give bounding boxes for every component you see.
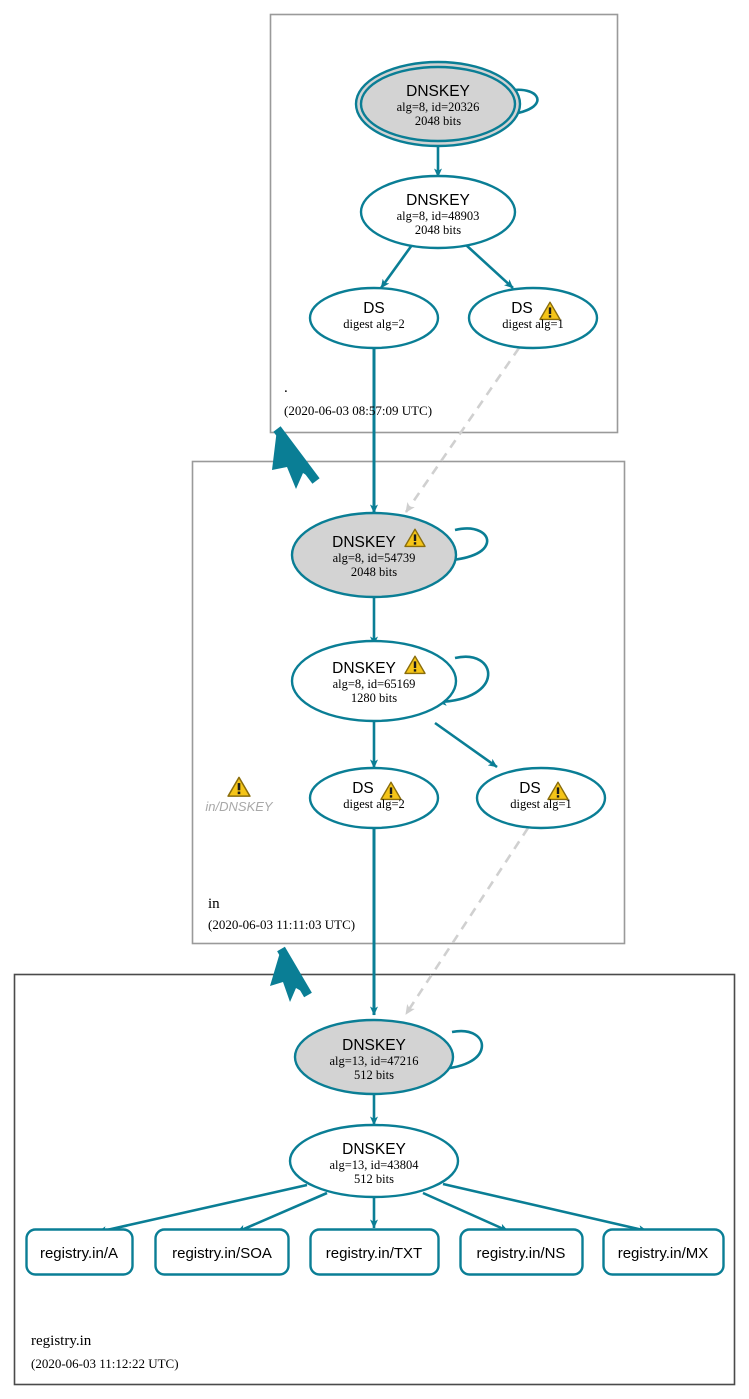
node-rrset-soa[interactable]: registry.in/SOA <box>154 1228 290 1276</box>
edge-reg-zsk-to-rr-a <box>97 1183 308 1235</box>
node-title: DNSKEY <box>342 1141 406 1158</box>
node-title: DNSKEY <box>342 1037 406 1054</box>
edge-reg-zsk-to-rr-mx <box>442 1182 648 1233</box>
node-digest: digest alg=1 <box>502 317 564 331</box>
rrset-label: registry.in/A <box>40 1245 118 1262</box>
zone-name: registry.in <box>31 1333 92 1349</box>
node-root-zsk[interactable]: DNSKEY alg=8, id=48903 2048 bits <box>359 174 517 250</box>
zone-name: . <box>284 380 288 396</box>
edge-reg-zsk-to-rr-ns <box>422 1191 509 1233</box>
node-digest: digest alg=2 <box>343 797 405 811</box>
node-title: DS <box>519 780 541 797</box>
node-in-ksk[interactable]: DNSKEY alg=8, id=54739 2048 bits <box>290 511 458 599</box>
node-digest: digest alg=1 <box>510 797 572 811</box>
edge-root-zsk-to-ds1 <box>465 244 514 289</box>
edge-reg-zsk-to-rr-soa <box>236 1191 328 1234</box>
node-alg-id: alg=13, id=47216 <box>329 1054 418 1068</box>
node-alg-id: alg=8, id=48903 <box>397 209 480 223</box>
node-bits: 2048 bits <box>415 114 461 128</box>
node-title: DNSKEY <box>332 534 396 551</box>
node-alg-id: alg=8, id=54739 <box>333 551 416 565</box>
edge-in-ds1-to-reg-ksk-broken <box>404 827 530 1015</box>
node-title: DNSKEY <box>406 192 470 209</box>
node-rrset-a[interactable]: registry.in/A <box>25 1228 134 1276</box>
node-bits: 2048 bits <box>415 223 461 237</box>
node-in-ds-digest2[interactable]: DS digest alg=2 <box>308 766 440 830</box>
node-root-ds-digest2[interactable]: DS digest alg=2 <box>308 286 440 350</box>
node-reg-ksk[interactable]: DNSKEY alg=13, id=47216 512 bits <box>293 1018 455 1096</box>
node-title: DS <box>511 300 533 317</box>
zone-label-registry-in: registry.in (2020-06-03 11:12:22 UTC) <box>31 1333 179 1371</box>
node-bits: 1280 bits <box>351 691 397 705</box>
delegation-arrow-in-to-registry-in <box>270 946 312 1002</box>
node-bits: 2048 bits <box>351 565 397 579</box>
node-alg-id: alg=8, id=20326 <box>397 100 480 114</box>
node-in-ds-digest1[interactable]: DS digest alg=1 <box>475 766 607 830</box>
rrset-label: registry.in/MX <box>618 1245 709 1262</box>
node-alg-id: alg=13, id=43804 <box>329 1158 419 1172</box>
node-root-ksk[interactable]: DNSKEY alg=8, id=20326 2048 bits <box>354 60 522 148</box>
zone-timestamp: (2020-06-03 11:11:03 UTC) <box>208 917 355 932</box>
node-title: DS <box>363 300 385 317</box>
zone-timestamp: (2020-06-03 11:12:22 UTC) <box>31 1356 179 1371</box>
node-digest: digest alg=2 <box>343 317 405 331</box>
zone-label-root: . (2020-06-03 08:57:09 UTC) <box>284 380 432 418</box>
in-dnskey-error-marker: in/DNSKEY <box>205 776 274 814</box>
node-root-ds-digest1[interactable]: DS digest alg=1 <box>467 286 599 350</box>
zone-label-in: in (2020-06-03 11:11:03 UTC) <box>208 896 355 932</box>
edge-in-zsk-selfsign <box>437 655 490 706</box>
delegation-arrow-root-to-in <box>272 426 320 489</box>
node-title: DS <box>352 780 374 797</box>
node-bits: 512 bits <box>354 1068 394 1082</box>
edge-in-zsk-to-ds1 <box>434 721 498 769</box>
node-title: DNSKEY <box>406 83 470 100</box>
zone-box-root <box>269 13 619 434</box>
edge-root-ds1-to-in-ksk-broken <box>404 347 521 513</box>
error-label: in/DNSKEY <box>205 799 274 814</box>
rrset-label: registry.in/NS <box>477 1245 566 1262</box>
node-rrset-txt[interactable]: registry.in/TXT <box>309 1228 440 1276</box>
rrset-label: registry.in/SOA <box>172 1245 272 1262</box>
node-title: DNSKEY <box>332 660 396 677</box>
zone-box-in <box>191 460 626 945</box>
warning-icon <box>227 776 251 797</box>
node-rrset-ns[interactable]: registry.in/NS <box>459 1228 584 1276</box>
node-in-zsk[interactable]: DNSKEY alg=8, id=65169 1280 bits <box>290 639 458 723</box>
node-alg-id: alg=8, id=65169 <box>333 677 416 691</box>
edge-reg-ksk-selfsign <box>431 1029 484 1074</box>
zone-timestamp: (2020-06-03 08:57:09 UTC) <box>284 403 432 418</box>
rrset-label: registry.in/TXT <box>326 1245 422 1262</box>
node-bits: 512 bits <box>354 1172 394 1186</box>
node-reg-zsk[interactable]: DNSKEY alg=13, id=43804 512 bits <box>288 1123 460 1199</box>
edge-root-zsk-to-ds2 <box>379 244 414 289</box>
node-rrset-mx[interactable]: registry.in/MX <box>602 1228 725 1276</box>
zone-name: in <box>208 896 220 912</box>
